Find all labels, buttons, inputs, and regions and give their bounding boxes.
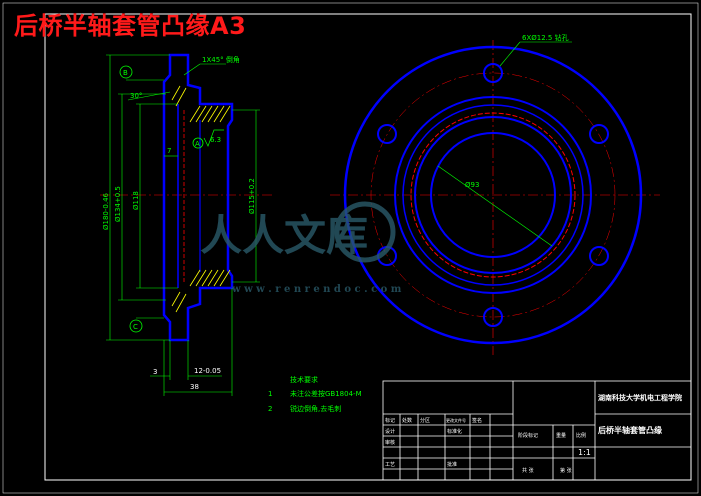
bolt-hole-lower-right [589, 246, 609, 266]
datum-b-circle [119, 65, 133, 79]
technical-notes: 技术要求 1 未注公差按GB1804-M 2 锐边倒角,去毛刺 [268, 375, 362, 413]
title-block [382, 380, 692, 481]
bolt-hole-top [483, 63, 503, 83]
datum-a-circle [192, 137, 204, 149]
tech-note-text-2: 锐边倒角,去毛刺 [290, 404, 341, 413]
flange-outer-circle [343, 45, 643, 345]
bore-red-circle [410, 112, 576, 278]
dim-115-label: Ø115+0.2 [248, 178, 256, 214]
tb-stage-label: 阶段标记 [518, 432, 538, 439]
tb-label-process: 工艺 [385, 462, 395, 468]
diameter-dim-line [437, 165, 553, 247]
dim-3-label: 3 [153, 368, 157, 376]
roughness-value: 6.3 [210, 136, 221, 144]
tb-label-count: 处数 [402, 417, 412, 424]
school-name: 湖南科技大学机电工程学院 [598, 393, 682, 402]
chamfer-note: 1X45° 倒角 [202, 55, 240, 64]
boss-circle [394, 96, 592, 294]
dim-180-label: Ø180-0.46 [102, 192, 110, 230]
title-block-text: 湖南科技大学机电工程学院 后桥半轴套管凸缘 1:1 标记 处数 分区 更改文件号… [385, 393, 682, 474]
watermark-logo-circle [334, 201, 396, 263]
section-hatch-top [171, 85, 231, 123]
leader-chamfer [183, 63, 201, 76]
roughness-symbol [203, 129, 224, 147]
tech-note-num-2: 2 [268, 405, 272, 413]
tech-notes-heading: 技术要求 [290, 375, 318, 384]
angle-label: 30° [130, 92, 142, 100]
tb-label-change: 更改文件号 [446, 417, 466, 423]
bolt-hole-bottom [483, 307, 503, 327]
bolt-hole-upper-right [589, 124, 609, 144]
datum-c-circle [129, 319, 143, 333]
scale-value: 1:1 [578, 448, 591, 457]
tech-note-text-1: 未注公差按GB1804-M [290, 389, 362, 398]
side-view: B C A 6.3 1X45° 倒角 30° Ø180-0.46 Ø134+0.… [100, 53, 272, 396]
part-name: 后桥半轴套管凸缘 [598, 425, 662, 435]
diameter-label: Ø93 [465, 181, 479, 189]
dim-38-label: 38 [190, 383, 199, 391]
watermark-url: w w w . r e n r e n d o c . c o m [231, 284, 402, 295]
bore-circle [414, 116, 572, 274]
tb-sheet-num: 第 张 [560, 467, 572, 474]
tb-sheet-total: 共 张 [522, 467, 534, 474]
tb-label-design: 设计 [385, 428, 395, 435]
flange-outline [162, 53, 234, 342]
angle-line [127, 91, 171, 101]
inner-bore-circle [430, 132, 556, 258]
hole-note-leader [499, 41, 521, 67]
bolt-circle [370, 72, 616, 318]
front-view: 6XØ12.5 钻孔 Ø93 [330, 33, 660, 355]
tb-scale-label: 比例 [576, 432, 586, 439]
datum-a-label: A [195, 140, 200, 148]
dim-12-label: 12-0.05 [194, 367, 221, 375]
tech-note-num-1: 1 [268, 390, 272, 398]
watermark: 人人文库 w w w . r e n r e n d o c . c o m [200, 201, 402, 295]
holes-note: 6XØ12.5 钻孔 [522, 33, 569, 42]
dim-118-label: Ø118 [132, 191, 140, 210]
datum-c-label: C [133, 323, 138, 331]
tb-label-mark: 标记 [385, 417, 395, 424]
tb-label-review: 审核 [385, 439, 395, 446]
section-hatch-bottom [171, 269, 231, 313]
tb-label-standard: 标准化 [447, 428, 462, 435]
bolt-hole-upper-left [377, 124, 397, 144]
dim-134-label: Ø134+0.5 [114, 186, 122, 222]
drawing-title: 后桥半轴套管凸缘A3 [14, 12, 247, 40]
tb-label-sign: 签名 [472, 417, 482, 424]
tb-label-approve: 批准 [447, 461, 457, 468]
datum-b-label: B [123, 69, 128, 77]
drawing-frame [44, 13, 692, 481]
boss-inner-circle [402, 104, 584, 286]
tb-weight-label: 重量 [556, 432, 566, 439]
tb-label-zone: 分区 [420, 417, 430, 424]
dim-7-label: 7 [167, 147, 171, 155]
watermark-logo-text: 人人文库 [200, 211, 368, 260]
